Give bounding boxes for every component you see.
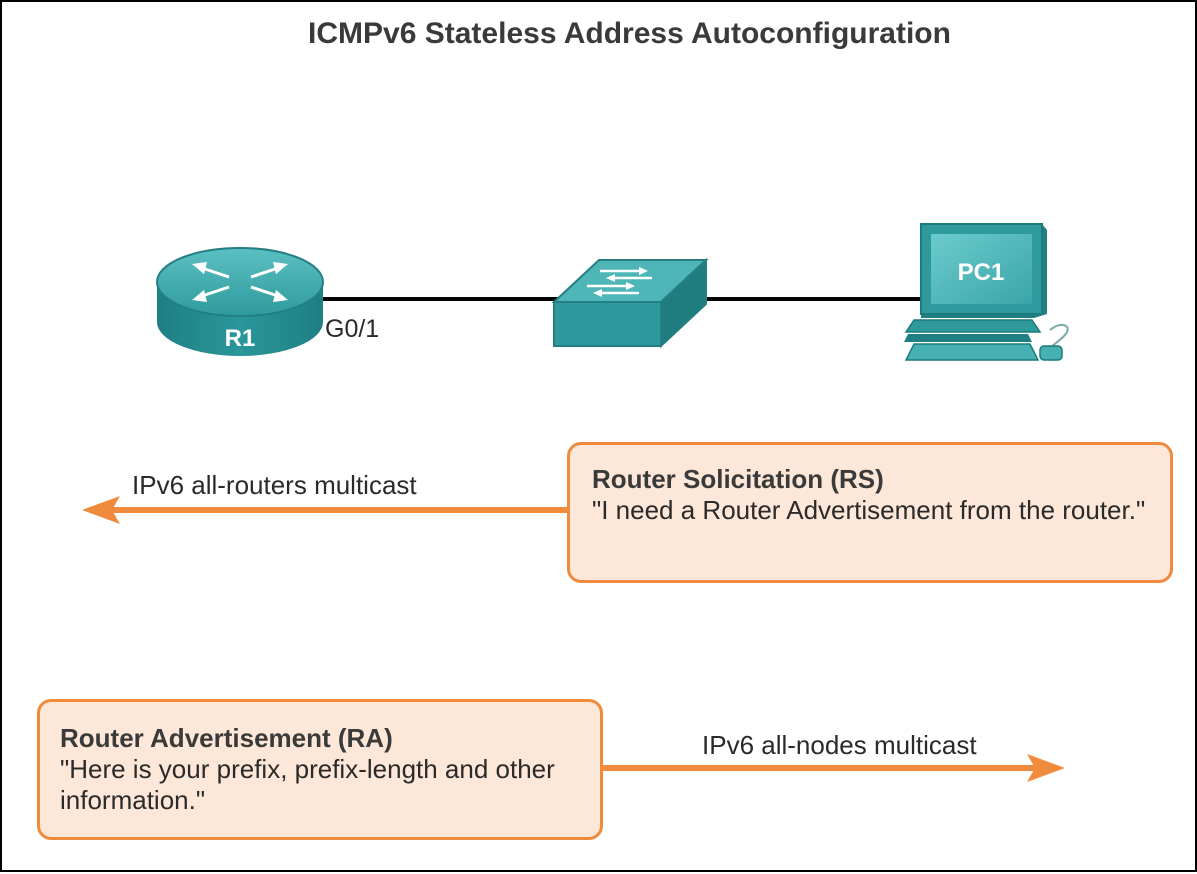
interface-label: G0/1 (325, 315, 380, 343)
rs-callout: Router Solicitation (RS) "I need a Route… (567, 442, 1173, 583)
pc1-icon: PC1 (904, 223, 1069, 361)
router-r1-icon: R1 (156, 247, 324, 356)
ra-arrow-label: IPv6 all-nodes multicast (702, 730, 977, 760)
switch-icon (551, 257, 709, 349)
ra-callout: Router Advertisement (RA) "Here is your … (37, 699, 603, 840)
rs-callout-text: "I need a Router Advertisement from the … (592, 495, 1146, 525)
router-label: R1 (225, 325, 256, 352)
rs-arrow-label: IPv6 all-routers multicast (132, 470, 417, 500)
ra-arrow (602, 754, 1065, 782)
rs-callout-title: Router Solicitation (RS) (592, 464, 884, 494)
page-title: ICMPv6 Stateless Address Autoconfigurati… (308, 17, 951, 50)
ra-callout-title: Router Advertisement (RA) (60, 723, 393, 753)
ra-callout-text: "Here is your prefix, prefix-length and … (60, 754, 555, 815)
rs-arrow (82, 496, 569, 524)
pc1-label: PC1 (958, 259, 1005, 286)
